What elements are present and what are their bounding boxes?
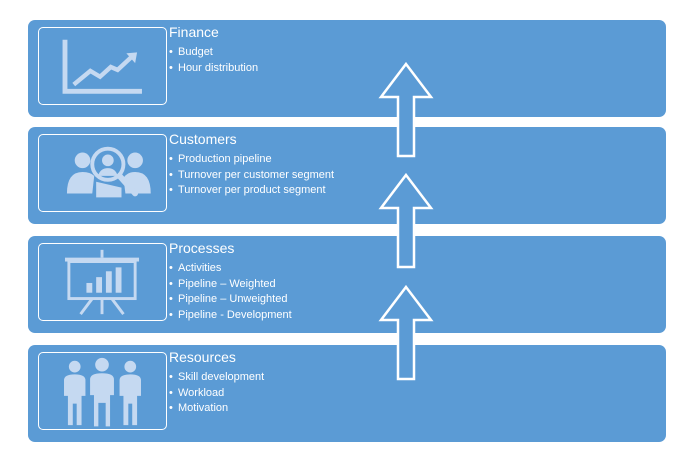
list-item: Turnover per customer segment bbox=[169, 168, 334, 184]
list-item: Turnover per product segment bbox=[169, 183, 334, 199]
people-magnifier-icon bbox=[38, 134, 167, 212]
list-item: Pipeline - Development bbox=[169, 308, 292, 324]
list-item: Motivation bbox=[169, 401, 264, 417]
band-customers: Customers Production pipeline Turnover p… bbox=[28, 127, 666, 224]
list-item: Skill development bbox=[169, 370, 264, 386]
section-title: Finance bbox=[169, 24, 219, 40]
band-finance: Finance Budget Hour distribution bbox=[28, 20, 666, 117]
list-item: Pipeline – Unweighted bbox=[169, 292, 292, 308]
list-item: Workload bbox=[169, 386, 264, 402]
section-list: Skill development Workload Motivation bbox=[169, 370, 264, 417]
line-chart-icon bbox=[38, 27, 167, 105]
presentation-board-icon bbox=[38, 243, 167, 321]
section-list: Activities Pipeline – Weighted Pipeline … bbox=[169, 261, 292, 323]
list-item: Hour distribution bbox=[169, 61, 258, 77]
list-item: Pipeline – Weighted bbox=[169, 277, 292, 293]
section-list: Budget Hour distribution bbox=[169, 45, 258, 76]
list-item: Activities bbox=[169, 261, 292, 277]
section-title: Customers bbox=[169, 131, 237, 147]
list-item: Production pipeline bbox=[169, 152, 334, 168]
band-processes: Processes Activities Pipeline – Weighted… bbox=[28, 236, 666, 333]
band-resources: Resources Skill development Workload Mot… bbox=[28, 345, 666, 442]
list-item: Budget bbox=[169, 45, 258, 61]
group-of-people-icon bbox=[38, 352, 167, 430]
section-list: Production pipeline Turnover per custome… bbox=[169, 152, 334, 199]
section-title: Resources bbox=[169, 349, 236, 365]
section-title: Processes bbox=[169, 240, 235, 256]
